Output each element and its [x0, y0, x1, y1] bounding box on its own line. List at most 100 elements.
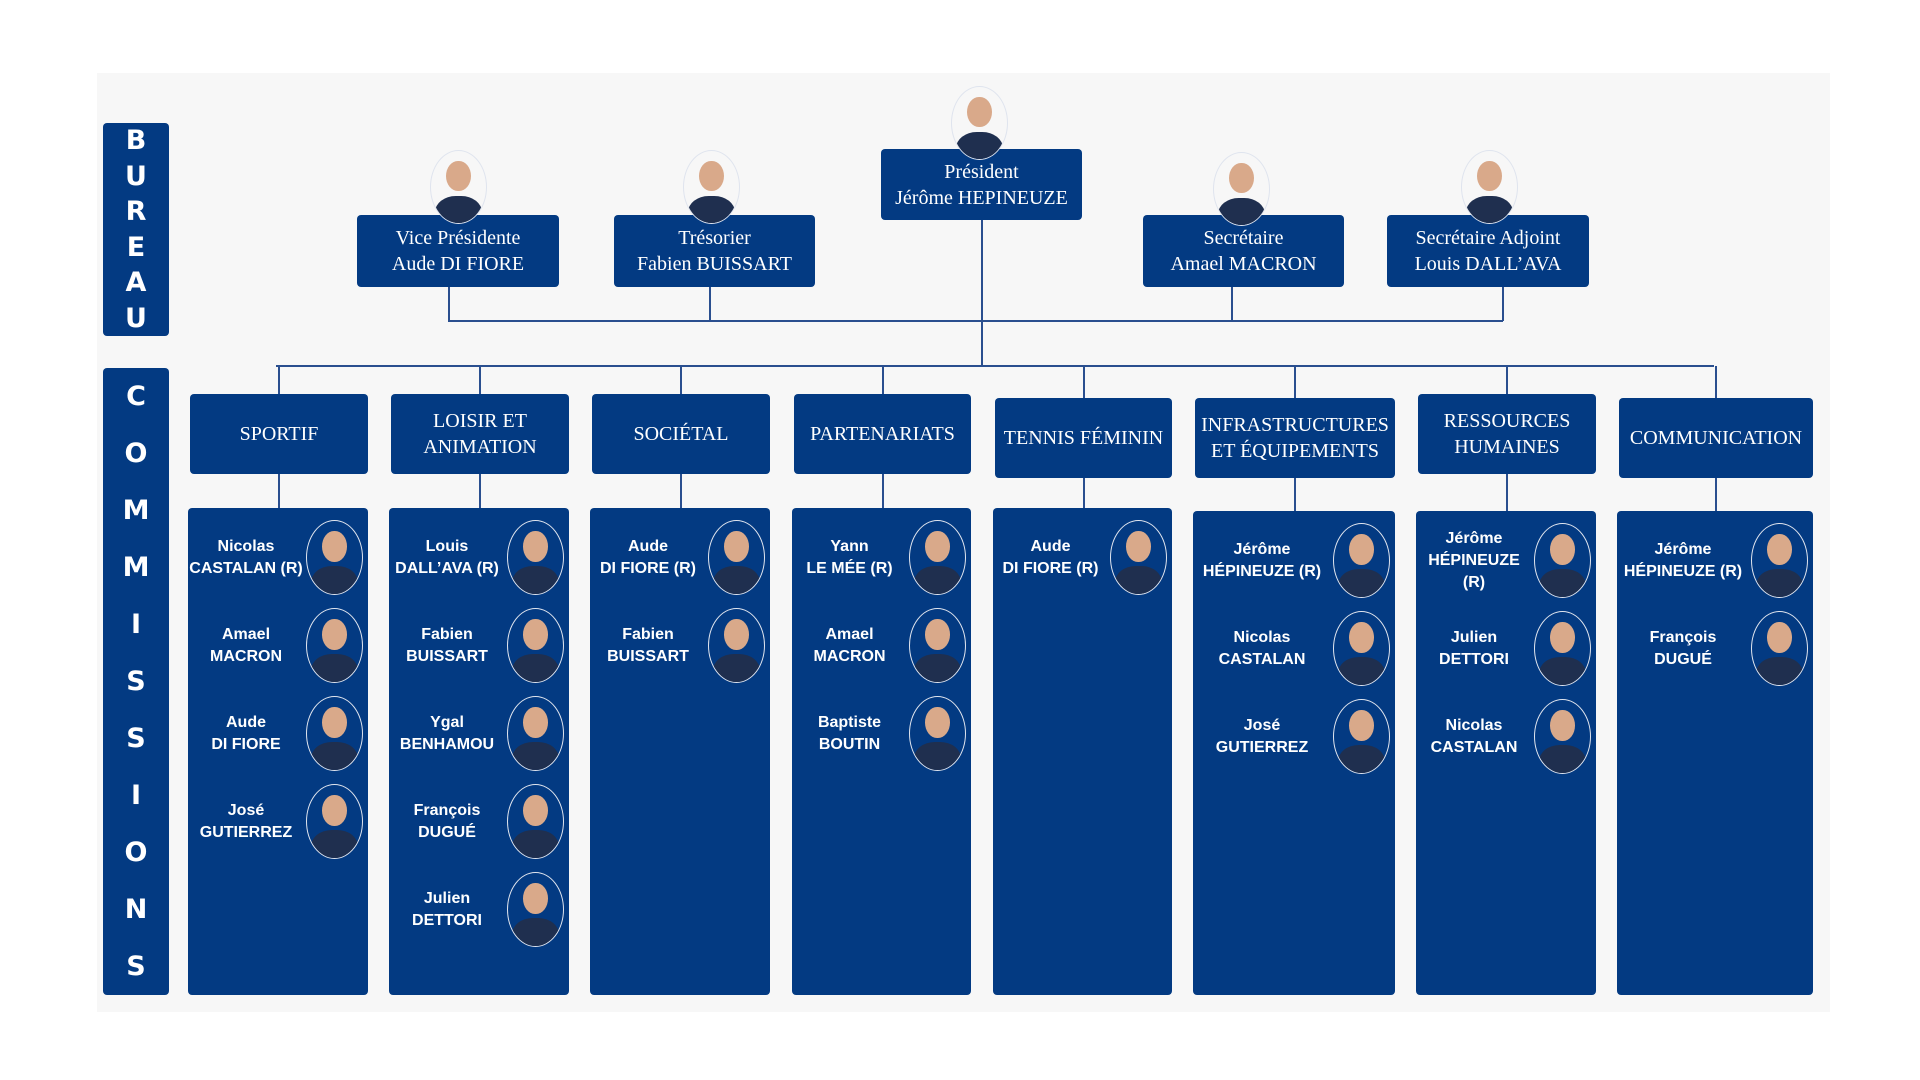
- member-last-name: HÉPINEUZE (R): [1202, 563, 1322, 580]
- member-photo: [909, 696, 966, 771]
- member-photo: [1333, 523, 1390, 598]
- member-photo: [1534, 699, 1591, 774]
- avatar-amael-photo: [1213, 152, 1270, 226]
- member-first-name: Julien: [423, 890, 471, 907]
- member-last-name: MACRON: [813, 648, 886, 665]
- member-first-name: Jérôme: [1445, 530, 1503, 547]
- connector-line: [881, 474, 884, 508]
- member-first-name: Amael: [825, 626, 874, 643]
- member-last-name: DI FIORE (R): [600, 560, 696, 577]
- member-last-name: DUGUÉ: [1654, 651, 1712, 668]
- member-card: Yann LE MÉE (R): [792, 520, 971, 596]
- member-photo: [306, 608, 363, 683]
- member-first-name: Louis: [425, 538, 469, 555]
- member-first-name: Aude: [226, 714, 266, 731]
- connector-line: [278, 366, 280, 394]
- commission-header-7: COMMUNICATION: [1619, 398, 1813, 478]
- commission-header-5: INFRASTRUCTURES ET ÉQUIPEMENTS: [1195, 398, 1395, 478]
- member-first-name: José: [1243, 717, 1281, 734]
- member-first-name: Yann: [830, 538, 869, 555]
- member-photo: [1534, 523, 1591, 598]
- member-last-name: HÉPINEUZE (R): [1623, 563, 1743, 580]
- connector-line: [1231, 287, 1233, 321]
- connector-line: [680, 474, 682, 508]
- member-name: Jérôme HEPINEUZE: [895, 186, 1068, 209]
- role-label: Secrétaire: [1203, 227, 1284, 249]
- commissions-connector-line: [276, 365, 1714, 367]
- member-photo: [306, 520, 363, 595]
- member-photo: [507, 520, 564, 595]
- commission-header-4: TENNIS FÉMININ: [995, 398, 1172, 478]
- connector-line: [1506, 366, 1508, 394]
- commission-header-3: PARTENARIATS: [794, 394, 971, 474]
- member-card: Aude DI FIORE (R): [993, 520, 1172, 596]
- role-label: Président: [944, 160, 1019, 183]
- member-last-name: CASTALAN: [1218, 651, 1306, 668]
- connector-line: [1715, 478, 1717, 511]
- connector-line: [881, 366, 884, 394]
- member-name: Yann LE MÉE (R): [792, 536, 907, 580]
- member-photo: [1110, 520, 1167, 595]
- commission-header-6: RESSOURCES HUMAINES: [1418, 394, 1596, 474]
- connector-line: [278, 474, 280, 508]
- member-first-name: Nicolas: [1233, 629, 1291, 646]
- member-first-name: Nicolas: [1445, 717, 1503, 734]
- member-photo: [507, 608, 564, 683]
- member-photo: [909, 520, 966, 595]
- member-first-name: Aude: [1030, 538, 1071, 555]
- member-photo: [1333, 611, 1390, 686]
- member-first-name: Jérôme: [1654, 541, 1712, 558]
- member-photo: [708, 608, 765, 683]
- member-first-name: Ygal: [430, 714, 464, 731]
- member-photo: [1751, 611, 1808, 686]
- member-photo: [1751, 523, 1808, 598]
- member-last-name: DETTORI: [412, 912, 482, 929]
- connector-line: [479, 474, 481, 508]
- member-last-name: GUTIERREZ: [199, 824, 293, 841]
- member-name: Amael MACRON: [1170, 253, 1317, 275]
- role-label: Secrétaire Adjoint: [1415, 227, 1561, 249]
- member-name: Aude DI FIORE (R): [993, 536, 1108, 580]
- member-last-name: BUISSART: [607, 648, 689, 665]
- member-last-name: DI FIORE (R): [1002, 560, 1099, 577]
- member-last-name: BENHAMOU: [399, 736, 495, 753]
- member-photo: [507, 784, 564, 859]
- member-first-name: Baptiste: [817, 714, 882, 731]
- member-last-name: LE MÉE (R): [806, 560, 893, 577]
- connector-line: [1294, 478, 1296, 511]
- commission-header-1: LOISIR ET ANIMATION: [391, 394, 569, 474]
- connector-line: [680, 366, 682, 394]
- member-photo: [1534, 611, 1591, 686]
- member-photo: [507, 696, 564, 771]
- avatar-jerome-photo: [951, 86, 1008, 160]
- commission-members-4: Aude DI FIORE (R): [993, 508, 1172, 995]
- bureau-connector-line: [448, 320, 1503, 322]
